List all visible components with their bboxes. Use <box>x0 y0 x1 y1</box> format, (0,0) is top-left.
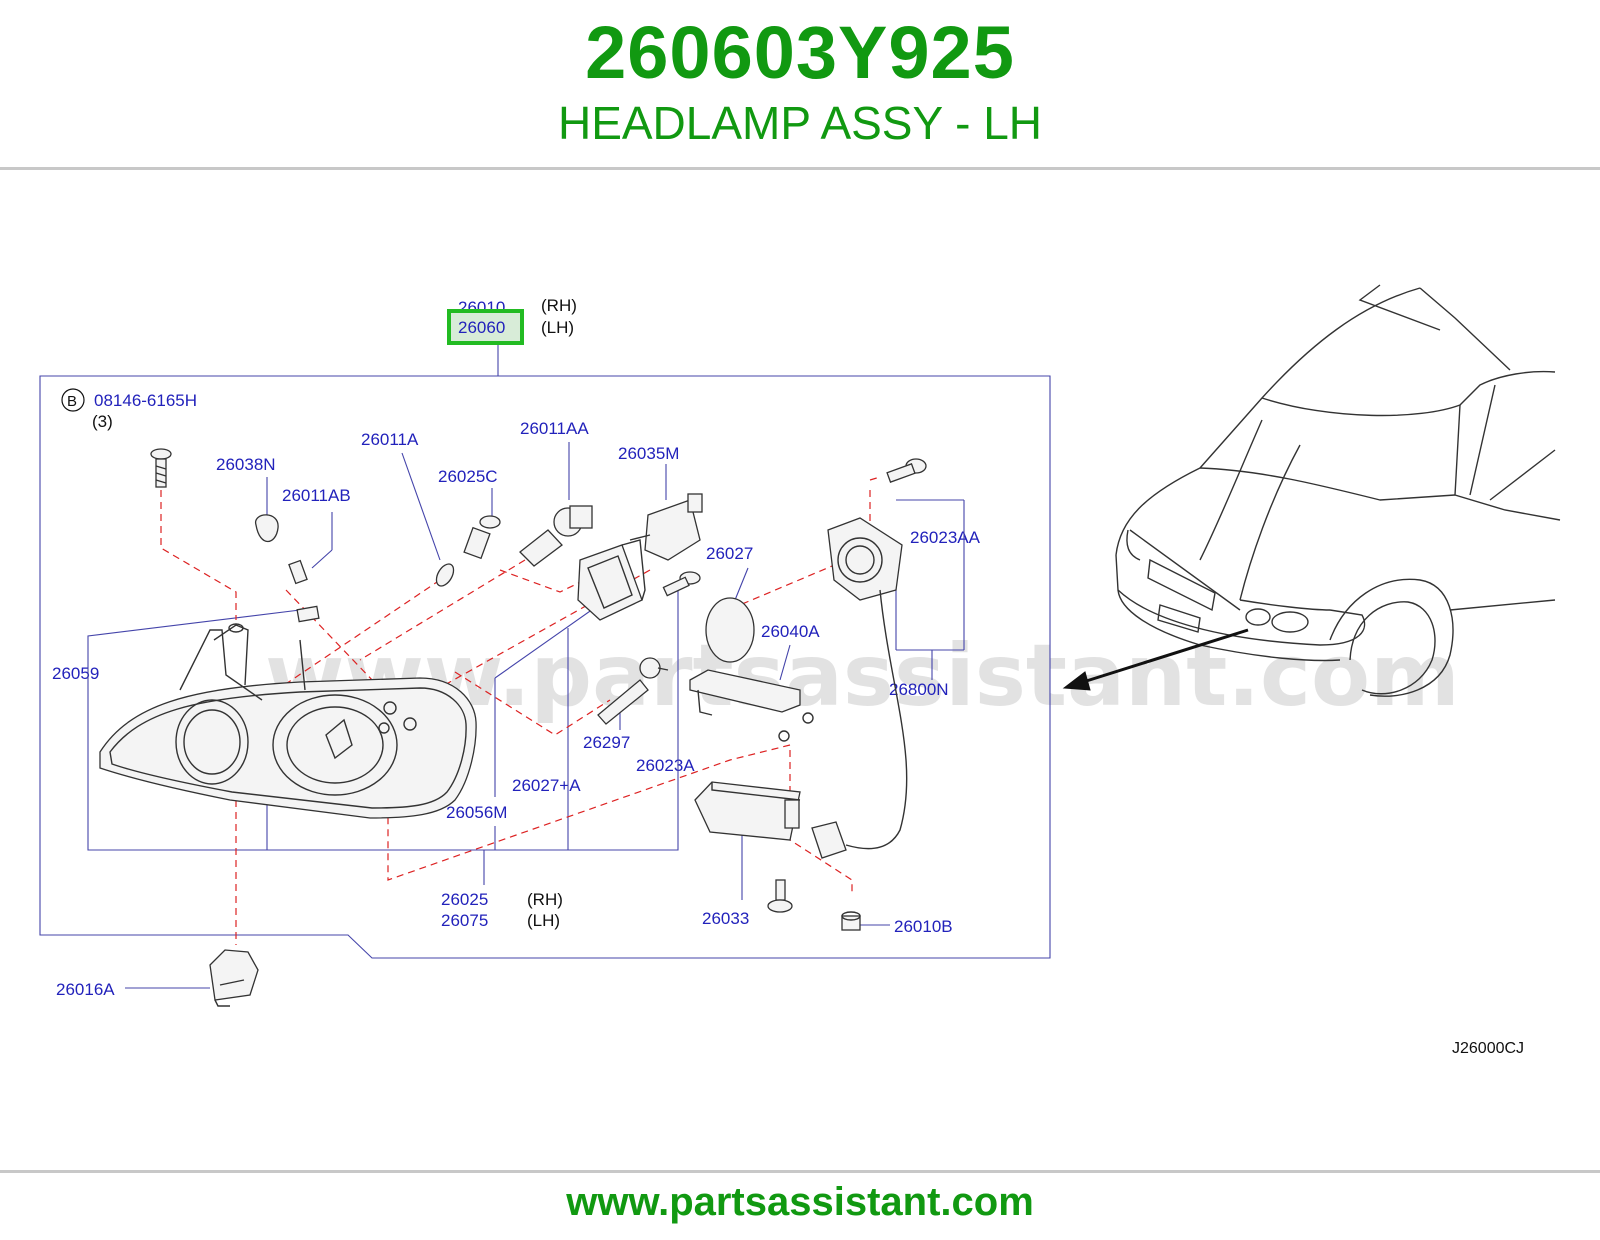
callout-26075[interactable]: 26075 <box>441 911 488 930</box>
callout-26023A[interactable]: 26023A <box>636 756 695 775</box>
callout-26035M[interactable]: 26035M <box>618 444 679 463</box>
part-description: HEADLAMP ASSY - LH <box>557 97 1043 149</box>
callout-26011AA[interactable]: 26011AA <box>520 419 589 438</box>
callout-26027[interactable]: 26027 <box>706 544 753 563</box>
bolt-b-mark: B <box>67 393 77 410</box>
ballast-26033-icon <box>694 781 801 841</box>
callout-26011A[interactable]: 26011A <box>361 430 419 449</box>
callout-26010B[interactable]: 26010B <box>894 917 953 936</box>
bolt-quantity: (3) <box>92 412 113 431</box>
highlight-box <box>447 309 524 345</box>
callout-26297[interactable]: 26297 <box>583 733 630 752</box>
callout-26056M[interactable]: 26056M <box>446 803 507 822</box>
callout-26040A[interactable]: 26040A <box>761 622 820 641</box>
callout-26033[interactable]: 26033 <box>702 909 749 928</box>
assembly-boundary <box>39 375 1051 959</box>
callout-26025[interactable]: 26025 <box>441 890 488 909</box>
screw-26023AA-icon <box>886 458 927 483</box>
callout-26025-side: (RH) <box>527 890 563 909</box>
bulb-26297-icon <box>597 657 669 725</box>
callout-26038N[interactable]: 26038N <box>216 455 276 474</box>
callout-26025C[interactable]: 26025C <box>438 467 498 486</box>
screw-26033-icon <box>767 879 793 913</box>
bulb-26011A-icon <box>435 515 501 587</box>
callout-26011AB[interactable]: 26011AB <box>282 486 351 505</box>
bulb-26038N-icon <box>255 514 308 585</box>
bracket-26056M-icon <box>577 539 646 621</box>
part-number-title: 260603Y925 <box>585 11 1015 94</box>
bracket-26040A-icon <box>689 669 814 742</box>
actuator-26035M-icon <box>629 493 703 561</box>
bolt-icon <box>150 448 172 488</box>
callout-26010-side: (RH) <box>541 296 577 315</box>
page-header: 260603Y925 HEADLAMP ASSY - LH <box>0 0 1600 168</box>
callout-26023AA[interactable]: 26023AA <box>910 528 981 547</box>
callout-26016A[interactable]: 26016A <box>56 980 115 999</box>
callout-26027A[interactable]: 26027+A <box>512 776 581 795</box>
vehicle-outline-icon <box>1115 284 1561 697</box>
bulb-26011AA-icon <box>519 505 593 567</box>
direction-arrow-icon <box>1062 628 1249 691</box>
footer-divider <box>0 1170 1600 1173</box>
callout-26075-side: (LH) <box>527 911 560 930</box>
leader-lines <box>87 442 965 989</box>
callout-26059[interactable]: 26059 <box>52 664 99 683</box>
callout-26060-highlighted[interactable]: 26060 <box>458 318 505 337</box>
igniter-26800N-icon <box>811 517 908 859</box>
cap-26027-icon <box>705 597 755 663</box>
nut-26010B-icon <box>841 911 861 931</box>
screw-26023A-icon <box>662 571 701 597</box>
callout-08146-6165H[interactable]: 08146-6165H <box>94 391 197 410</box>
footer-website-link[interactable]: www.partsassistant.com <box>566 1180 1034 1224</box>
clip-26016A-icon <box>209 949 259 1007</box>
b-circle-icon <box>61 388 85 412</box>
callout-26800N[interactable]: 26800N <box>889 680 949 699</box>
headlamp-housing-icon <box>99 605 477 819</box>
header-divider <box>0 167 1600 170</box>
diagram-code: J26000CJ <box>1452 1040 1524 1057</box>
callout-26060-side: (LH) <box>541 318 574 337</box>
